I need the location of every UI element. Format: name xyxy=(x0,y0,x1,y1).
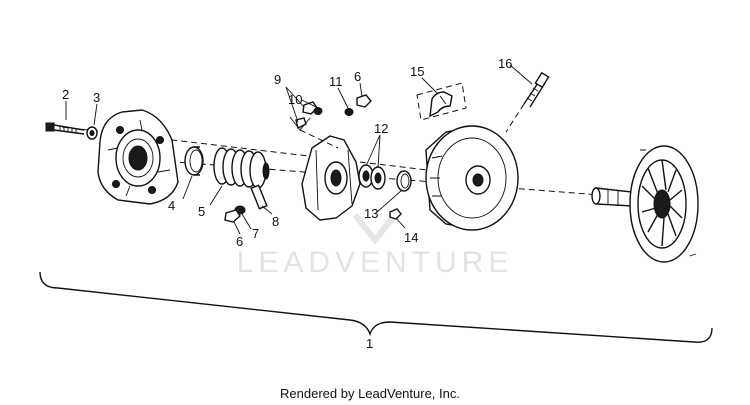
callout-6-upper: 6 xyxy=(354,69,361,84)
callout-leaders xyxy=(65,64,533,235)
callout-12: 12 xyxy=(374,121,388,136)
part-pin xyxy=(250,184,268,210)
callout-2: 2 xyxy=(62,87,69,102)
callout-16: 16 xyxy=(498,56,512,71)
assembly-bracket xyxy=(39,271,713,343)
part-bushings xyxy=(358,164,386,190)
assembly-axis-line xyxy=(61,126,471,176)
part-spring xyxy=(213,147,270,189)
part-washer xyxy=(86,126,98,140)
footer-credit: Rendered by LeadVenture, Inc. xyxy=(280,386,460,401)
part-small-ring xyxy=(396,170,412,192)
callout-8: 8 xyxy=(272,214,279,229)
part-movable-sheave xyxy=(425,125,519,231)
callout-13: 13 xyxy=(364,206,378,221)
part-long-bolt xyxy=(505,71,550,133)
watermark-logo-icon xyxy=(352,213,398,245)
callout-14: 14 xyxy=(404,230,418,245)
part-clutch-cover xyxy=(97,109,179,205)
callout-1: 1 xyxy=(366,336,373,351)
callout-7: 7 xyxy=(252,226,259,241)
part-bolt xyxy=(45,122,85,135)
callout-3: 3 xyxy=(93,90,100,105)
part-small-nut xyxy=(389,208,402,220)
part-fixed-sheave xyxy=(591,145,699,263)
callout-11: 11 xyxy=(329,74,343,89)
callout-5: 5 xyxy=(198,204,205,219)
part-ring xyxy=(184,146,204,176)
part-clip xyxy=(416,82,467,121)
callout-6-lower: 6 xyxy=(236,234,243,249)
callout-10: 10 xyxy=(288,92,302,107)
part-spider-assembly xyxy=(299,129,361,221)
callout-4: 4 xyxy=(168,198,175,213)
part-lower-nut xyxy=(224,209,241,223)
callout-labels: 1 2 3 4 5 6 6 7 8 9 10 11 12 13 14 15 16 xyxy=(62,56,512,351)
part-upper-hardware xyxy=(289,94,372,131)
callout-9: 9 xyxy=(274,72,281,87)
watermark-text: LEADVENTURE xyxy=(237,246,514,279)
callout-15: 15 xyxy=(410,64,424,79)
